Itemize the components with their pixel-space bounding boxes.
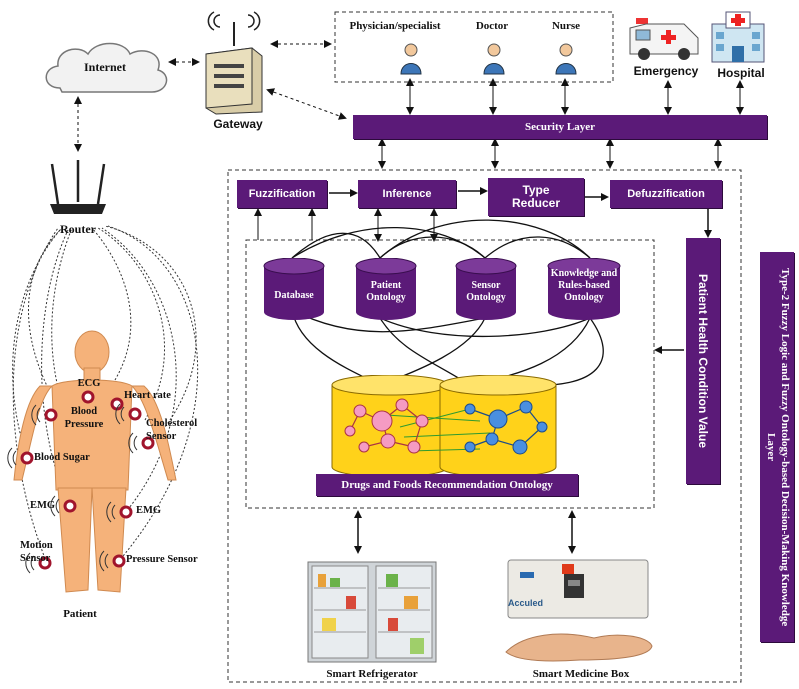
- ontology-group-border: [245, 239, 655, 509]
- smart-medicine-box-icon: [505, 559, 653, 662]
- knowledge-ontology-label: Knowledge and Rules-based Ontology: [550, 268, 618, 303]
- gateway-label: Gateway: [213, 117, 263, 131]
- sensor-ontology-cylinder: [455, 258, 517, 320]
- nurse-person-icon: [555, 43, 577, 75]
- doctor-person-icon: [483, 43, 505, 75]
- hospital-icon: [711, 11, 765, 63]
- emg-right-label: EMG: [136, 505, 162, 516]
- patient-label: Patient: [63, 608, 97, 620]
- doctor-label: Doctor: [475, 20, 509, 32]
- router-label: Router: [60, 222, 96, 236]
- internet-label: Internet: [84, 60, 126, 74]
- hospital-label: Hospital: [717, 66, 765, 80]
- motion-sensor-label: Motion Sensor: [20, 540, 53, 564]
- ambulance-icon: [629, 18, 699, 60]
- fuzzification-box: Fuzzification: [237, 180, 327, 208]
- type-reducer-box: Type Reducer: [488, 178, 584, 216]
- security-layer-bar: Security Layer: [353, 115, 767, 139]
- blood-sugar-label: Blood Sugar: [34, 452, 90, 463]
- inference-box: Inference: [358, 180, 456, 208]
- patient-health-condition-value-box: Patient Health Condition Value: [686, 238, 720, 484]
- smart-refrigerator-icon: [307, 561, 437, 663]
- knowledge-layer-border: [227, 169, 742, 683]
- sensor-ontology-label: Sensor Ontology: [466, 280, 506, 303]
- gateway-server-icon: [205, 11, 263, 115]
- drugs-foods-network: [331, 375, 557, 478]
- ecg-label: ECG: [77, 378, 101, 389]
- smart-medicine-box-label: Smart Medicine Box: [532, 668, 630, 680]
- knowledge-ontology-cylinder: [547, 258, 621, 320]
- database-label: Database: [274, 290, 314, 301]
- internet-cloud-icon: [45, 42, 168, 93]
- drugs-foods-ontology-bar: Drugs and Foods Recommendation Ontology: [316, 474, 578, 496]
- emg-left-label: EMG: [30, 500, 56, 511]
- patient-ontology-label: Patient Ontology: [366, 280, 406, 303]
- router-icon: [50, 160, 106, 214]
- emergency-label: Emergency: [633, 64, 699, 78]
- ontology-cylinders: [263, 258, 621, 320]
- pressure-sensor-label: Pressure Sensor: [126, 554, 198, 565]
- blood-pressure-label: Blood Pressure: [64, 406, 104, 430]
- physician-label: Physician/specialist: [349, 20, 441, 32]
- patient-ontology-cylinder: [355, 258, 417, 320]
- cholesterol-sensor-label: Cholesterol Sensor: [146, 418, 198, 442]
- heart-rate-label: Heart rate: [124, 390, 171, 401]
- defuzzification-box: Defuzzification: [610, 180, 722, 208]
- staff-group-border: [334, 11, 614, 83]
- database-cylinder: [263, 258, 325, 320]
- medicine-box-brand: Acculed: [508, 598, 544, 608]
- smart-refrigerator-label: Smart Refrigerator: [326, 668, 418, 680]
- nurse-label: Nurse: [551, 20, 581, 32]
- physician-person-icon: [400, 43, 422, 75]
- knowledge-layer-side-label: Type-2 Fuzzy Logic and Fuzzy Ontology-ba…: [760, 252, 794, 642]
